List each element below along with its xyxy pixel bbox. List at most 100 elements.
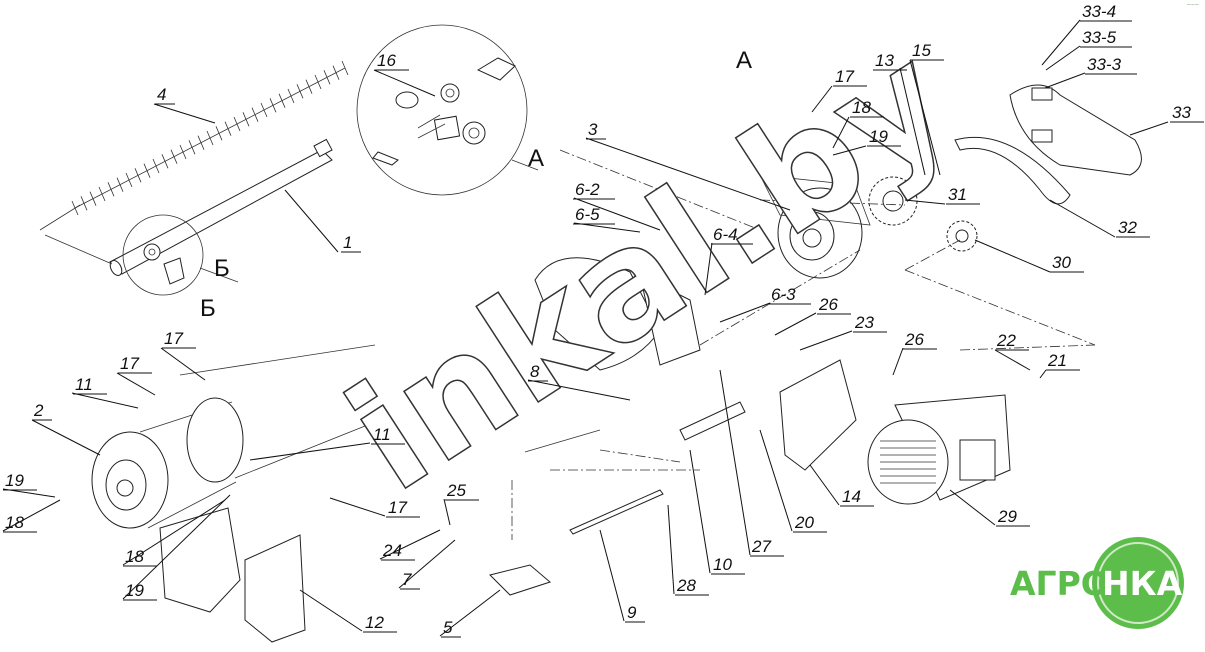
detail-circle-b — [122, 214, 239, 296]
part-number-label: 4 — [157, 85, 166, 104]
part-number-label: 20 — [794, 513, 814, 532]
callout-p22: 22 — [994, 331, 1031, 371]
callout-p33: 33 — [1129, 103, 1204, 136]
leader-line — [704, 242, 713, 296]
leader-line — [719, 369, 751, 556]
callout-p19c: 19 — [832, 127, 901, 156]
part-number-label: 26 — [904, 330, 924, 349]
view-a-label: А — [736, 47, 752, 74]
side-plates — [159, 507, 306, 643]
callout-p5: 5 — [439, 589, 501, 638]
part-number-label: 21 — [1047, 351, 1067, 370]
leader-line — [759, 429, 793, 532]
part-number-label: 17 — [120, 354, 139, 373]
leader-line — [116, 372, 156, 396]
leader-line — [719, 302, 771, 323]
callout-p6-4: 6-4 — [704, 225, 753, 296]
part-number-label: 18 — [5, 513, 24, 532]
part-number-label: 24 — [382, 541, 402, 560]
part-number-label: 11 — [373, 425, 391, 444]
part-number-label: 6-4 — [713, 225, 738, 244]
leader-line — [599, 529, 625, 622]
callout-p17b: 17 — [116, 354, 156, 396]
leader-line — [832, 116, 850, 149]
logo-text-agro: АГРО — [1010, 564, 1109, 603]
callout-p31: 31 — [904, 185, 980, 205]
leader-line — [31, 419, 101, 456]
leader-line — [974, 239, 1051, 273]
callout-p8: 8 — [527, 362, 631, 401]
leader-line — [527, 379, 631, 401]
part-number-label: 7 — [402, 570, 412, 589]
logo-circle — [1092, 537, 1184, 629]
part-number-label: 28 — [676, 576, 696, 595]
callout-p19a: 19 — [2, 471, 56, 498]
detail-b-label: Б — [214, 255, 230, 282]
part-number-label: 17 — [164, 329, 183, 348]
agronka-logo: АГРО НКА — [1010, 537, 1184, 629]
part-number-label: 5 — [443, 618, 453, 637]
shafts — [524, 401, 746, 535]
leader-line — [299, 589, 363, 632]
callout-p4: 4 — [153, 85, 216, 124]
leader-line — [809, 464, 840, 506]
leader-line — [284, 189, 339, 253]
leader-line — [689, 449, 711, 574]
part-number-label: 9 — [627, 603, 637, 622]
callout-p16: 16 — [373, 51, 436, 97]
part-number-label: 25 — [446, 481, 466, 500]
callout-p26a: 26 — [774, 295, 851, 336]
leader-line — [994, 349, 1031, 371]
callout-p28: 28 — [667, 504, 709, 596]
part-number-label: 17 — [835, 67, 854, 86]
view-b-label: Б — [200, 295, 216, 322]
callout-p2: 2 — [31, 401, 101, 456]
part-number-label: 30 — [1052, 253, 1071, 272]
part-number-label: 18 — [125, 547, 144, 566]
detail-a-label: А — [528, 145, 544, 172]
leader-line — [379, 529, 441, 560]
callout-p17d: 17 — [811, 67, 867, 113]
callout-p29: 29 — [949, 489, 1030, 527]
logo-text-nka: НКА — [1102, 564, 1183, 603]
leader-line — [1044, 72, 1086, 89]
callout-p11a: 11 — [71, 375, 139, 409]
callout-p13: 13 — [873, 51, 926, 176]
leader-line — [249, 442, 371, 461]
callout-p14: 14 — [809, 464, 874, 507]
part-number-label: 3 — [588, 120, 598, 139]
part-number-label: 19 — [125, 581, 144, 600]
part-number-label: 6-2 — [575, 180, 600, 199]
centerlines — [511, 149, 1096, 540]
drive-housing — [759, 174, 871, 279]
part-number-label: 33 — [1172, 103, 1191, 122]
leader-line — [811, 85, 833, 113]
leader-line — [832, 145, 867, 156]
callout-p11b: 11 — [249, 425, 405, 461]
callout-p12: 12 — [299, 589, 397, 633]
leader-line — [439, 589, 501, 637]
part-number-label: 17 — [388, 498, 407, 517]
part-number-label: 6-3 — [771, 285, 796, 304]
motor-mount — [779, 359, 857, 471]
part-number-label: 32 — [1118, 218, 1137, 237]
part-number-label: 8 — [530, 362, 540, 381]
leader-line — [122, 494, 231, 600]
logo-inner-circle — [1097, 542, 1179, 624]
part-number-label: 19 — [869, 127, 888, 146]
part-number-label: 12 — [365, 613, 384, 632]
callout-p18a: 18 — [2, 499, 61, 533]
callout-p18c: 18 — [832, 98, 884, 149]
leader-line — [892, 347, 904, 376]
leader-line — [1041, 19, 1081, 66]
callout-p19b: 19 — [122, 494, 231, 601]
callout-p20: 20 — [759, 429, 827, 533]
callout-p21: 21 — [1039, 351, 1080, 379]
leader-line — [1045, 45, 1081, 71]
callout-p9: 9 — [599, 529, 645, 623]
corner-mark: ~~~ — [1186, 2, 1199, 9]
callout-p15: 15 — [909, 41, 944, 176]
callout-p23: 23 — [799, 313, 887, 351]
callout-p17a: 17 — [160, 329, 206, 381]
part-number-label: 22 — [996, 331, 1016, 350]
